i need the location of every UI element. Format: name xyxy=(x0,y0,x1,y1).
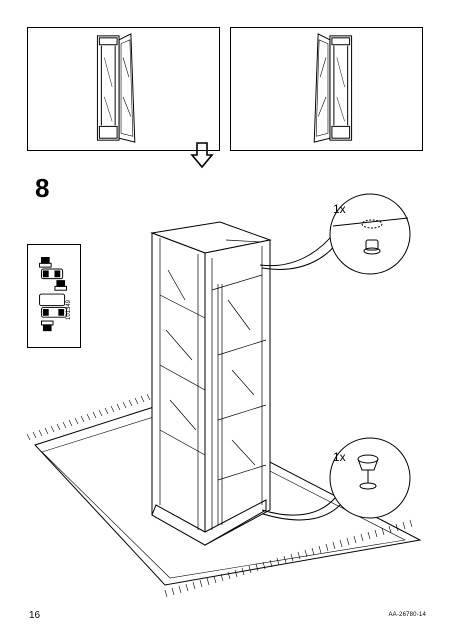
glass-cabinet-illustration xyxy=(150,221,272,546)
document-code: AA-26780-14 xyxy=(388,612,426,618)
hinge-hardware-icon xyxy=(39,257,67,332)
top-callout xyxy=(259,193,411,275)
cabinet-door-open-alt-illustration xyxy=(313,33,353,143)
hardware-box xyxy=(27,244,81,348)
rug-illustration xyxy=(26,393,422,598)
panel-door-open-alt xyxy=(230,27,423,151)
cabinet-assembly-illustration xyxy=(26,193,422,598)
quantity-label: 1x xyxy=(333,450,346,464)
step-number: 8 xyxy=(35,173,50,203)
quantity-label: 1x xyxy=(333,202,346,216)
cabinet-door-open-illustration xyxy=(96,33,136,143)
bottom-callout xyxy=(261,437,411,521)
down-arrow-icon xyxy=(190,142,214,169)
panel-door-open xyxy=(27,27,220,151)
page-number: 16 xyxy=(29,610,41,621)
